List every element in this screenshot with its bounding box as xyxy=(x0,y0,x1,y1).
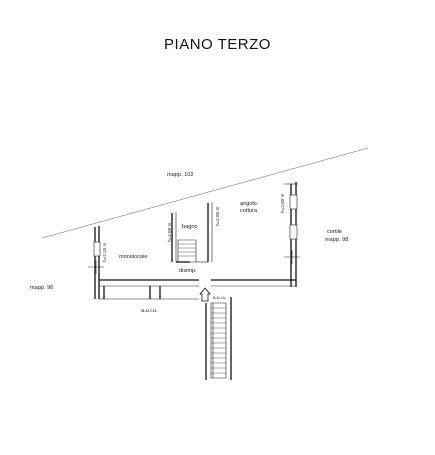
cross-mark-east xyxy=(284,250,300,264)
bagno-stair xyxy=(177,239,197,263)
label-mapp-96: mapp. 96 xyxy=(30,285,53,291)
label-bagno: bagno xyxy=(182,224,198,230)
cross-mark-west xyxy=(88,260,104,274)
label-h-cottura-left: h=2.80 m xyxy=(215,207,220,226)
label-monolocale: monolocale xyxy=(119,254,148,260)
window-east-2 xyxy=(289,224,298,240)
window-east-1 xyxy=(289,194,298,210)
label-auiu-stair: a.u.i.u. xyxy=(213,295,227,300)
roof-boundary-line xyxy=(41,147,369,239)
label-h-bagno: h=2.80 m xyxy=(167,223,172,242)
lower-partitions xyxy=(103,286,161,299)
exterior-stair xyxy=(205,297,232,380)
window-west xyxy=(93,241,101,257)
label-mapp-102: mapp. 102 xyxy=(167,172,193,178)
label-angolo: angolo xyxy=(240,201,257,207)
label-mapp-98: mapp. 98 xyxy=(325,237,348,243)
label-cortile: cortile xyxy=(327,229,342,235)
label-h-cottura-right: h=2.00 m xyxy=(280,194,285,213)
entry-arrow xyxy=(199,287,211,302)
label-auiu-lower: a.u.i.u. xyxy=(141,308,158,314)
plan-title: PIANO TERZO xyxy=(164,36,271,53)
label-disimp: disimp. xyxy=(179,268,197,274)
label-h-monolocale: h=2.15 m xyxy=(102,243,107,262)
label-cottura: cottura xyxy=(240,208,258,214)
